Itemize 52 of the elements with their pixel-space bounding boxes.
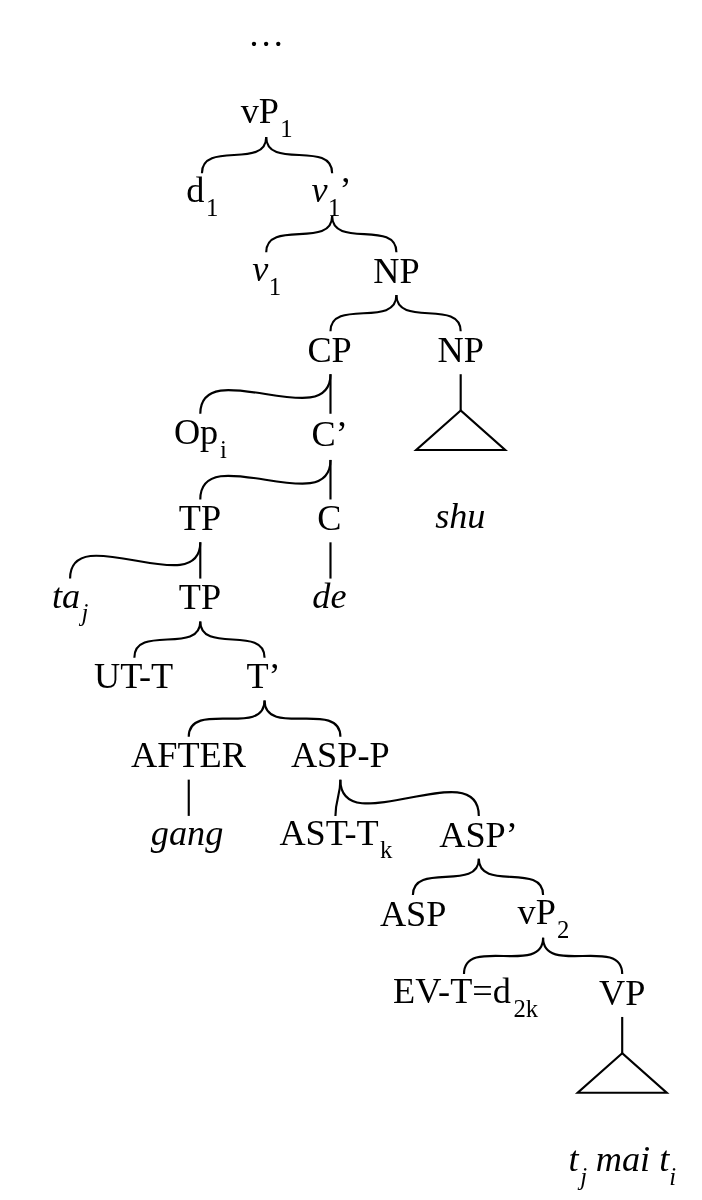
connector [411, 858, 480, 896]
node-triangle [574, 1051, 669, 1094]
connector [198, 374, 332, 414]
connector [187, 779, 190, 816]
connector [264, 136, 333, 174]
connector [328, 459, 332, 500]
connector [394, 294, 462, 332]
node-text: C [316, 498, 341, 539]
node-text: TP [178, 577, 221, 618]
node-text: NP [437, 330, 484, 371]
node-text: ta$_{j}$ [51, 575, 88, 627]
node-text: C’ [311, 414, 348, 455]
node-text: AFTER [130, 735, 246, 776]
node-text: Op$_{i}$ [173, 412, 227, 463]
node-text: de [311, 575, 347, 616]
connector [187, 700, 266, 737]
connector [198, 542, 201, 579]
connector [198, 621, 266, 658]
node-text: ASP [379, 893, 446, 934]
node-text: v$_{1}$’ [311, 170, 352, 221]
connector [541, 937, 623, 975]
node-text: T’ [245, 656, 281, 697]
node-text: VP [598, 972, 645, 1013]
node-triangle [412, 409, 508, 452]
connector [477, 858, 544, 896]
connector [620, 1016, 623, 1054]
node-text: TP [178, 498, 221, 539]
node-text: UT-T [93, 656, 173, 697]
node-text: ASP’ [438, 814, 518, 855]
node-text: CP [306, 330, 352, 371]
node-text: gang [150, 812, 223, 853]
node-text: NP [372, 250, 420, 291]
node-text: vP$_{2}$ [517, 892, 569, 943]
connector [330, 215, 397, 253]
node-text: EV-T=d$_{2k}$ [392, 971, 538, 1022]
connector [459, 374, 462, 411]
node-label: t$_{j}$ mai t$_{i}$ [568, 1139, 676, 1190]
connector [68, 542, 201, 579]
node-text: d$_{1}$ [185, 170, 218, 221]
connector [328, 374, 332, 414]
connector [263, 700, 341, 737]
node-text: ASP-P [290, 735, 390, 776]
node-text: vP$_{1}$ [240, 91, 293, 142]
node-text: AST-T$_{k}$ [278, 812, 392, 864]
node-label: shu [434, 496, 485, 537]
connector [338, 779, 480, 817]
node-text: v$_{1}$ [251, 249, 281, 300]
label: … [247, 13, 284, 54]
connector [328, 542, 332, 579]
connector [132, 621, 201, 658]
connector [198, 459, 332, 500]
connector [328, 294, 397, 332]
